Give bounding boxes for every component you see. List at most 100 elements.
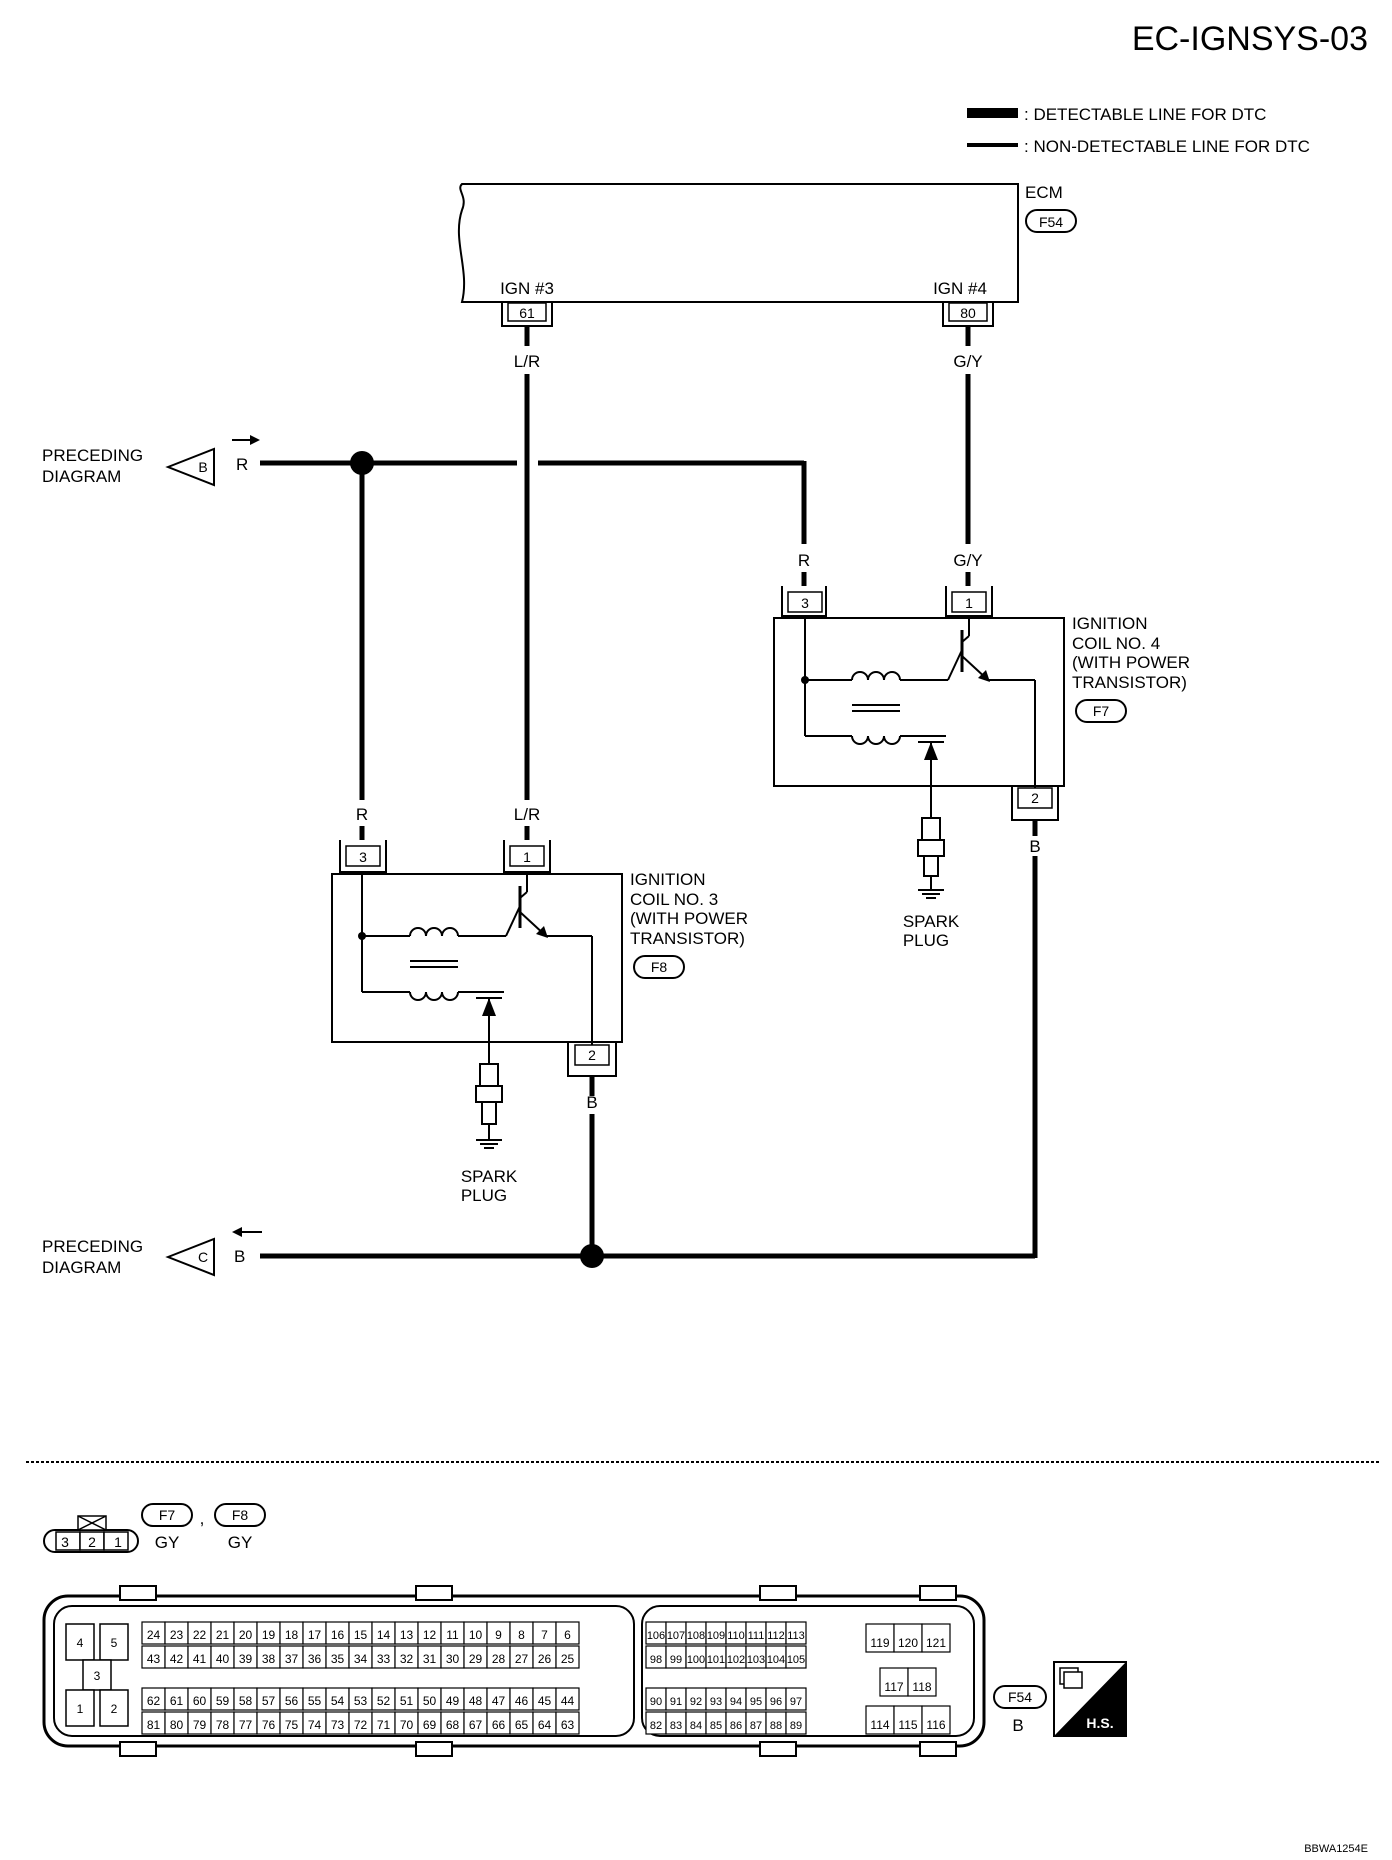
- coil4-junction: [801, 676, 809, 684]
- preceding-b-wire: R: [236, 455, 248, 474]
- ecm-pin-number: 108: [687, 1630, 705, 1642]
- ecm-pin-number: 42: [170, 1652, 184, 1666]
- ecm-pin-number: 101: [707, 1654, 725, 1666]
- ecm-pin-number: 59: [216, 1694, 230, 1708]
- ecm-pin-number: 47: [492, 1694, 506, 1708]
- ecm-pin-number: 26: [538, 1652, 552, 1666]
- wire-label-r-coil4: R: [798, 551, 810, 570]
- ecm-pin-number: 99: [670, 1654, 682, 1666]
- ecm-pin-number: 16: [331, 1628, 345, 1642]
- ecm-pin-number: 112: [767, 1630, 785, 1642]
- preceding-c-line1: PRECEDING: [42, 1237, 143, 1256]
- preceding-c-tag: C: [198, 1249, 208, 1265]
- ecm-pin-number: 44: [561, 1694, 575, 1708]
- ecm-pin-number: 91: [670, 1696, 682, 1708]
- ecm-pin-number: 79: [193, 1718, 207, 1732]
- coil3-spark-plug-icon: [475, 1063, 503, 1149]
- ecm-pin-number: 49: [446, 1694, 460, 1708]
- ecm-pin-number: 6: [564, 1628, 571, 1642]
- preceding-b-line1: PRECEDING: [42, 446, 143, 465]
- coil4-spark-plug-icon: [917, 817, 945, 899]
- ecm-pin-number: 68: [446, 1718, 460, 1732]
- ecm-pin-number: 96: [770, 1696, 782, 1708]
- ecm-pin-number: 65: [515, 1718, 529, 1732]
- coil3-label-2: COIL NO. 3: [630, 890, 718, 909]
- ecm-pin-number: 55: [308, 1694, 322, 1708]
- ecm-pin-number: 31: [423, 1652, 437, 1666]
- ecm-pin-number: 67: [469, 1718, 483, 1732]
- coil4-label-3: (WITH POWER: [1072, 653, 1190, 672]
- ecm-pin-number: 75: [285, 1718, 299, 1732]
- coil3-pin2: 2: [588, 1047, 596, 1063]
- coil3-label-1: IGNITION: [630, 870, 706, 889]
- coil-connector-pin-2: 2: [88, 1534, 96, 1550]
- ecm-pin-number: 45: [538, 1694, 552, 1708]
- wire-label-lr-top: L/R: [514, 352, 540, 371]
- connector-f7-color: GY: [155, 1533, 180, 1552]
- ecm-pin-number: 39: [239, 1652, 253, 1666]
- ecm-pin-number: 110: [727, 1630, 745, 1642]
- ecm-pin-number: 87: [750, 1720, 762, 1732]
- ecm-terminal-ign3-label: IGN #3: [500, 279, 554, 298]
- ecm-pin-cell: [785, 1711, 807, 1735]
- ecm-pin-number: 97: [790, 1696, 802, 1708]
- ecm-pin-number: 66: [492, 1718, 506, 1732]
- ecm-pin-number: 119: [870, 1636, 889, 1650]
- preceding-c-arrow: [165, 1237, 215, 1277]
- ecm-pin-number: 115: [898, 1718, 917, 1732]
- ecm-pin-number: 51: [400, 1694, 414, 1708]
- ecm-pin-number: 28: [492, 1652, 506, 1666]
- coil4-connector-badge: [1075, 699, 1127, 723]
- preceding-c-line2: DIAGRAM: [42, 1258, 121, 1277]
- ecm-pin-number: 22: [193, 1628, 207, 1642]
- ecm-pin-number: 17: [308, 1628, 322, 1642]
- ecm-pin-number: 107: [667, 1630, 685, 1642]
- coil3-junction: [358, 932, 366, 940]
- f54-badge: [993, 1685, 1047, 1709]
- ecm-pin-number: 98: [650, 1654, 662, 1666]
- coil4-label-4: TRANSISTOR): [1072, 673, 1187, 692]
- coil3-pin3-box: [345, 845, 381, 867]
- ecm-pin-number: 41: [193, 1652, 207, 1666]
- preceding-c-wire: B: [234, 1247, 245, 1266]
- harness-side-icon: H.S.: [1053, 1661, 1127, 1737]
- ecm-pin-number: 10: [469, 1628, 483, 1642]
- coil4-transistor-arrow: [978, 670, 990, 682]
- ecm-pin-number: 103: [747, 1654, 765, 1666]
- ecm-pin-number: 92: [690, 1696, 702, 1708]
- ecm-pin-80: 80: [960, 305, 976, 321]
- coil4-label-1: IGNITION: [1072, 614, 1148, 633]
- coil4-pin1-box: [951, 591, 987, 613]
- wire-label-r-coil3: R: [356, 805, 368, 824]
- ecm-pin-cell: [785, 1645, 807, 1669]
- ecm-pin-number: 121: [926, 1636, 946, 1650]
- ecm-pin-number: 60: [193, 1694, 207, 1708]
- preceding-b-arrow: [165, 447, 215, 487]
- coil3-connector-label: F8: [651, 959, 668, 975]
- coil4-plug-line2: PLUG: [903, 931, 949, 950]
- legend-detectable-label: : DETECTABLE LINE FOR DTC: [1024, 105, 1266, 124]
- ecm-pin-number: 93: [710, 1696, 722, 1708]
- wires: [260, 326, 1038, 1259]
- ecm-pin-cell: [865, 1705, 895, 1735]
- wire-label-lr-coil3: L/R: [514, 805, 540, 824]
- ecm-connector-badge: [1025, 209, 1077, 233]
- connector-f8-color: GY: [228, 1533, 253, 1552]
- ecm-pin-cell: [785, 1687, 807, 1711]
- ecm-pin-number: 84: [690, 1720, 702, 1732]
- ecm-pin-number: 69: [423, 1718, 437, 1732]
- ecm-pin-number: 62: [147, 1694, 161, 1708]
- ecm-pin-cell: [921, 1623, 951, 1653]
- ecm-pin-number: 117: [884, 1680, 903, 1694]
- ecm-pin-number: 78: [216, 1718, 230, 1732]
- ecm-pin-number: 104: [767, 1654, 785, 1666]
- ecm-pin-number: 11: [446, 1628, 459, 1642]
- ecm-pin-number: 53: [354, 1694, 368, 1708]
- connector-f7-label: F7: [159, 1507, 176, 1523]
- ecm-pin-number: 70: [400, 1718, 414, 1732]
- ecm-pin-number: 9: [495, 1628, 502, 1642]
- ecm-pin-61-box: [507, 302, 547, 322]
